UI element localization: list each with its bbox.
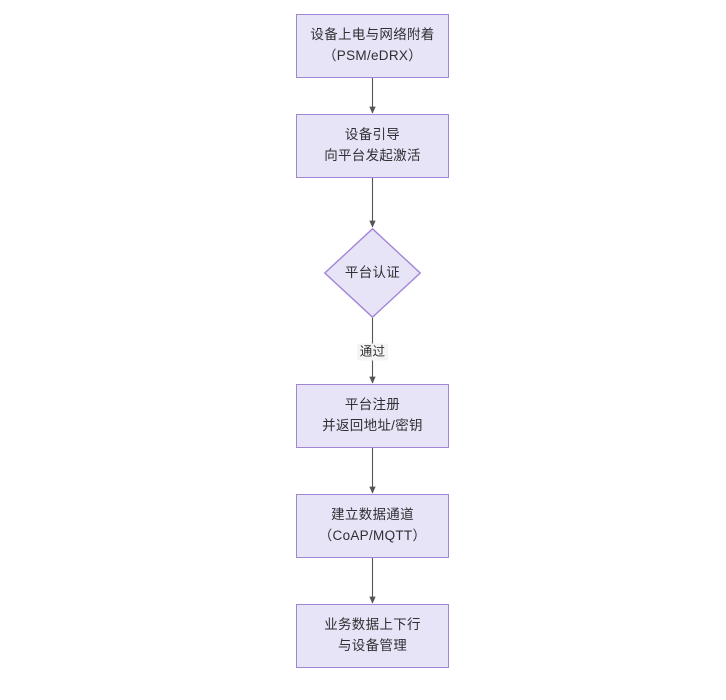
node-platform-register[interactable]: 平台注册并返回地址/密钥 [296,384,449,448]
edge-label-edge-3: 通过 [356,343,389,361]
node-text-line: 向平台发起激活 [324,148,421,163]
node-platform-auth[interactable]: 平台认证 [324,228,421,318]
node-text-line: 设备引导 [344,127,401,143]
node-data-channel[interactable]: 建立数据通道 （CoAP/MQTT） [296,494,449,558]
node-text-line: 并返回地址/密钥 [322,418,423,433]
node-business-data[interactable]: 业务数据上下行与设备管理 [296,604,449,668]
node-text-line: 平台注册 [344,397,401,413]
node-text-line: （CoAP/MQTT） [318,528,427,543]
decision-diamond-shape [324,228,421,318]
node-platform-auth-label: 平台认证 [345,263,400,284]
node-text-line: （PSM/eDRX） [322,48,423,63]
node-text-line: 平台认证 [344,264,401,280]
node-power-on[interactable]: 设备上电与网络附着 （PSM/eDRX） [296,14,449,78]
node-text-line: 设备上电与网络附着 [310,27,435,43]
node-text-line: 建立数据通道 [331,507,414,523]
node-text-line: 业务数据上下行 [324,617,421,633]
node-text-line: 与设备管理 [338,638,407,653]
node-bootstrap[interactable]: 设备引导向平台发起激活 [296,114,449,178]
